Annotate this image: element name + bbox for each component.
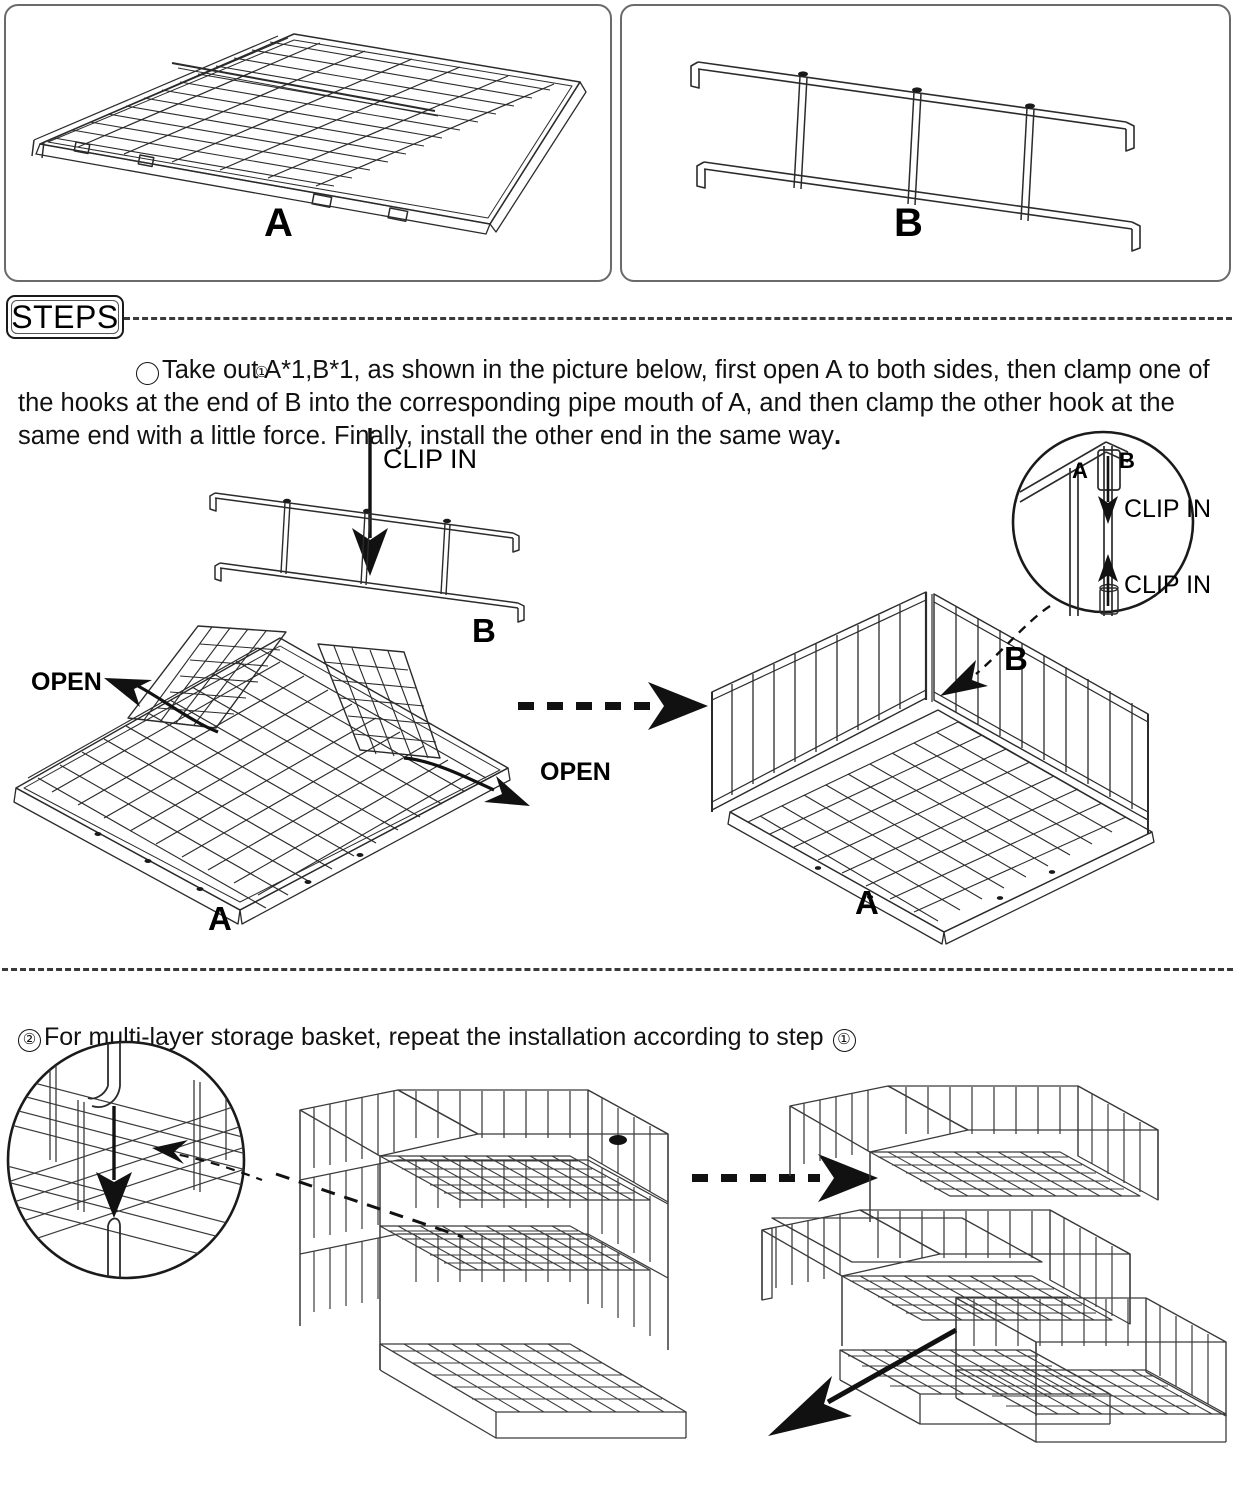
detail-label-b: B — [1119, 448, 1135, 473]
open-arrow-left — [100, 660, 225, 735]
step-1-number: ① — [136, 361, 268, 385]
step1-part-b-drawing — [205, 485, 545, 623]
detail-label-a: A — [1072, 458, 1088, 483]
step1-tray-a-drawing — [8, 610, 528, 930]
step1-assembled-b-label: B — [1004, 640, 1028, 677]
step1-assembled-a-label: A — [855, 884, 879, 921]
step1-tray-a-label: A — [208, 900, 232, 937]
detail-leader-line-step1 — [930, 600, 1060, 700]
steps-divider-top — [124, 317, 1232, 320]
steps-badge: STEPS — [6, 295, 124, 339]
part-a-drawing — [20, 16, 600, 246]
step2-stacked-basket-drawing — [275, 1082, 693, 1494]
part-panel-a: A — [4, 4, 612, 282]
step-2-text: For multi-layer storage basket, repeat t… — [44, 1023, 831, 1051]
step2-detail-circle — [4, 1040, 264, 1285]
parts-overview-row: A — [0, 0, 1235, 288]
open-label-right: OPEN — [540, 758, 611, 786]
steps-divider-middle — [2, 968, 1233, 971]
step2-transition-arrow — [688, 1148, 883, 1208]
detail-clip-in-down-label: CLIP IN — [1124, 495, 1212, 523]
step-1-text-tail: . — [833, 421, 842, 450]
step1-part-b-label: B — [472, 612, 496, 649]
open-arrow-right — [400, 740, 535, 815]
part-b-label: B — [894, 201, 923, 245]
open-label-left: OPEN — [31, 668, 102, 696]
step1-detail-circle — [998, 430, 1228, 625]
part-b-drawing — [682, 36, 1192, 266]
step-2-number: ② — [18, 1029, 41, 1052]
steps-badge-label: STEPS — [11, 298, 119, 335]
step-2-reference-number: ① — [832, 1029, 856, 1052]
step2-drawer-open-drawing — [760, 1080, 1230, 1500]
part-a-label: A — [264, 201, 293, 245]
detail-clip-in-up-label: CLIP IN — [1124, 571, 1212, 599]
step1-assembled-basket-drawing — [700, 580, 1220, 945]
part-panel-b: B — [620, 4, 1231, 282]
step-1-text: Take out A*1,B*1, as shown in the pictur… — [18, 355, 1210, 450]
step1-transition-arrow — [512, 676, 712, 736]
step-1-paragraph: ①Take out A*1,B*1, as shown in the pictu… — [18, 354, 1223, 453]
clip-in-label-top: CLIP IN — [383, 444, 478, 474]
